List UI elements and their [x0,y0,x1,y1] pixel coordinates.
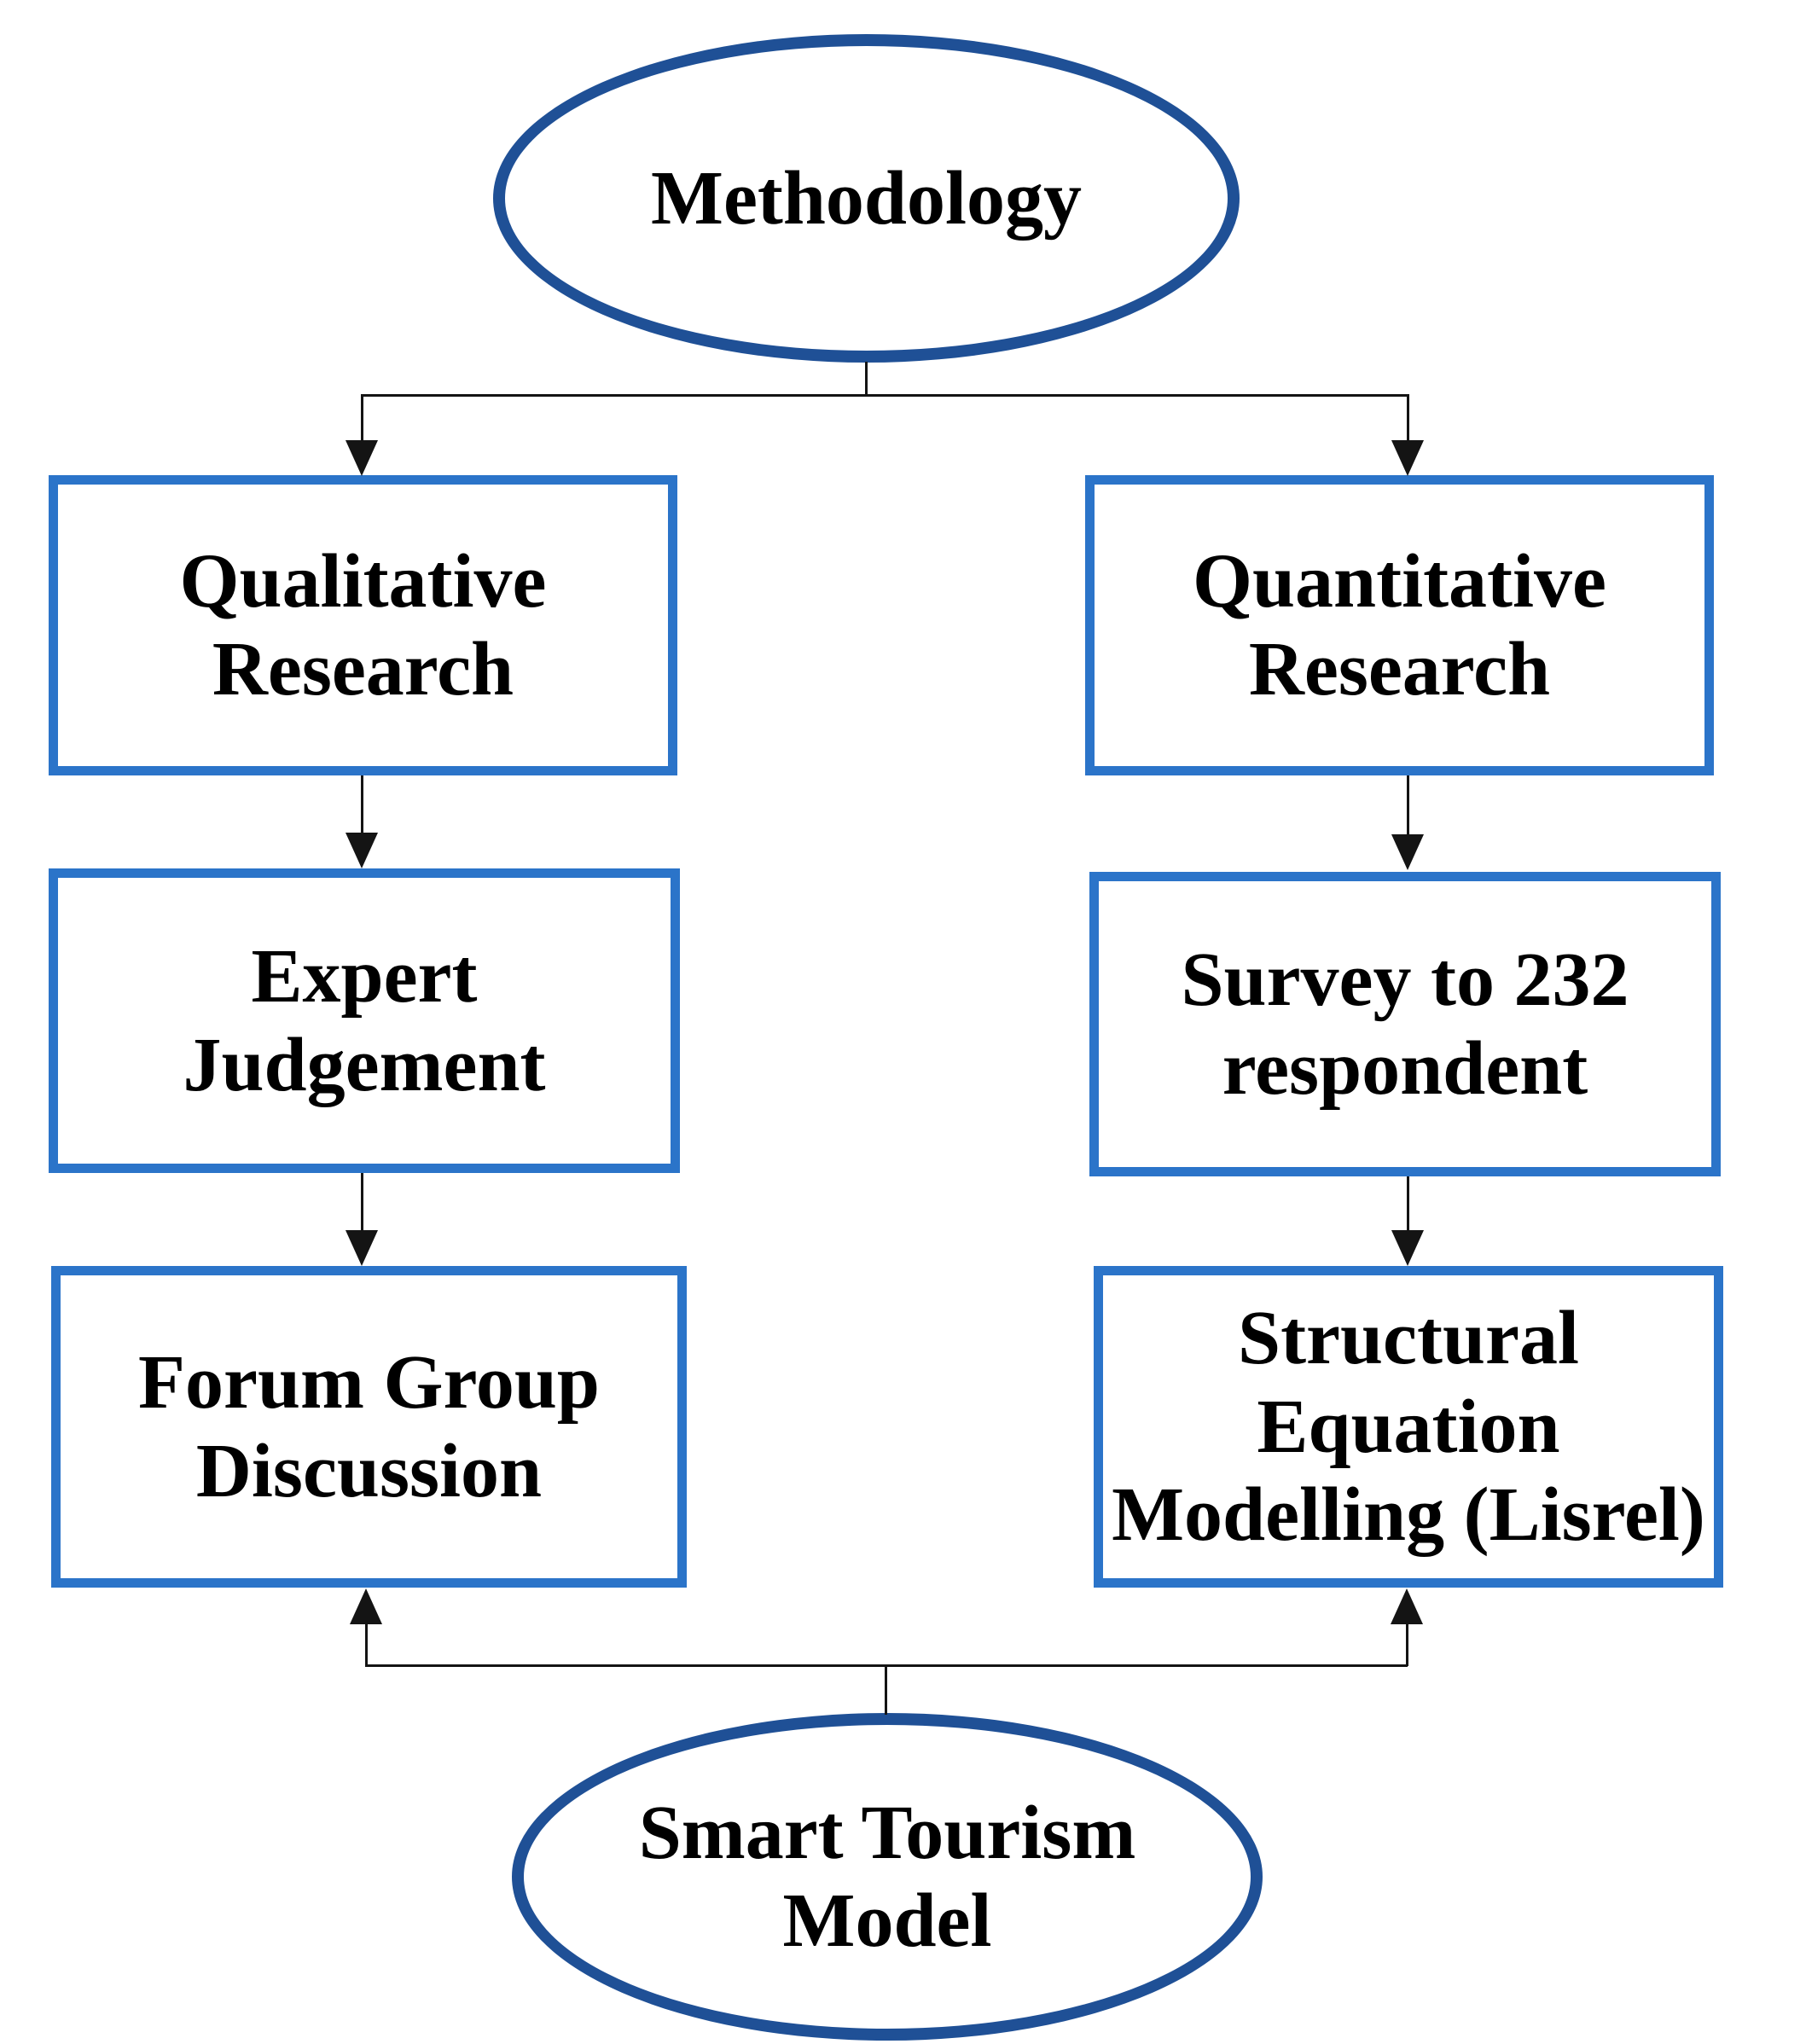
node-forum-label-line2: Discussion [195,1428,543,1513]
node-survey-label-line2: respondent [1222,1025,1588,1111]
node-qualitative-label-line1: Qualitative [179,538,547,624]
connector-survey-to-sem-line [1407,1176,1409,1233]
connector-smart-to-forum-line [365,1621,368,1666]
node-expert-judgement: Expert Judgement [49,868,680,1173]
node-expert-label-line2: Judgement [183,1022,546,1107]
arrowhead-survey-to-sem [1391,1230,1424,1266]
node-qualitative-research: Qualitative Research [49,475,677,775]
connector-methodology-to-qualitative-line [361,394,363,444]
node-methodology: Methodology [493,34,1240,363]
connector-smart-stem-line [885,1664,887,1715]
node-smart-tourism-model: Smart Tourism Model [512,1713,1263,2041]
connector-quantitative-to-survey-line [1407,775,1409,837]
node-quantitative-label-line2: Research [1248,627,1551,711]
connector-smart-to-sem-line [1406,1621,1408,1666]
connector-expert-to-forum-line [361,1173,363,1233]
node-qualitative-label-line2: Research [212,627,514,711]
arrowhead-qualitative-to-expert [346,833,378,868]
node-sem-label-line1: Structural [1238,1296,1579,1381]
connector-top-horizontal-line [361,394,1408,397]
connector-methodology-stem-line [865,362,868,396]
node-methodology-label: Methodology [651,155,1082,241]
arrowhead-methodology-to-quantitative [1391,440,1424,476]
node-forum-label-line1: Forum Group [138,1340,600,1425]
arrowhead-quantitative-to-survey [1391,834,1424,870]
node-smart-label-line1: Smart Tourism [638,1790,1136,1875]
node-smart-label-line2: Model [782,1879,992,1963]
node-forum-group-discussion: Forum Group Discussion [51,1266,687,1588]
node-sem-label-line3: Modelling (Lisrel) [1112,1472,1705,1558]
arrowhead-expert-to-forum [346,1230,378,1266]
connector-qualitative-to-expert-line [361,775,363,835]
node-structural-equation-modelling: Structural Equation Modelling (Lisrel) [1094,1266,1723,1588]
node-quantitative-research: Quantitative Research [1085,475,1714,775]
node-quantitative-label-line1: Quantitative [1193,538,1606,624]
node-sem-label-line2: Equation [1257,1384,1560,1469]
arrowhead-smart-to-sem [1391,1588,1423,1624]
node-expert-label-line1: Expert [251,934,478,1019]
arrowhead-methodology-to-qualitative [346,440,378,476]
arrowhead-smart-to-forum [350,1588,382,1624]
node-survey-label-line1: Survey to 232 [1181,938,1629,1022]
node-survey-respondent: Survey to 232 respondent [1089,872,1721,1176]
connector-methodology-to-quantitative-line [1407,394,1409,444]
